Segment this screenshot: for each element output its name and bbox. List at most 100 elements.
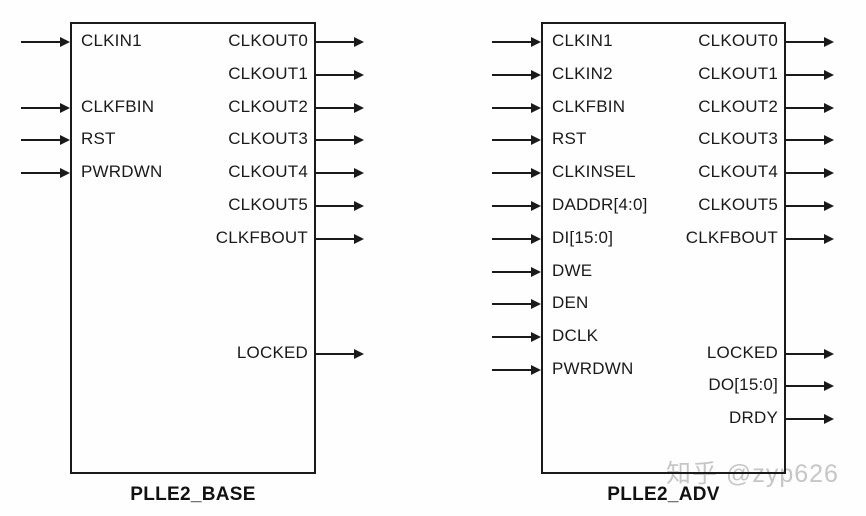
arrow-shaft: [21, 41, 61, 43]
pin-input-clkfbin: CLKFBIN: [552, 96, 626, 116]
arrow-shaft: [492, 73, 532, 76]
arrow-input-dwe: [492, 266, 541, 277]
arrow-shaft: [786, 205, 825, 207]
arrow-head-icon: [60, 102, 70, 113]
pin-output-clkout1: CLKOUT1: [228, 63, 308, 83]
arrow-output-clkout5: [786, 201, 834, 211]
arrow-head-icon: [354, 233, 364, 244]
arrow-head-icon: [824, 381, 834, 392]
arrow-output-clkout1: [316, 69, 364, 80]
arrow-shaft: [316, 106, 355, 109]
arrow-shaft: [786, 41, 825, 43]
arrow-shaft: [492, 369, 532, 371]
pin-input-clkin1: CLKIN1: [552, 31, 613, 51]
arrow-shaft: [492, 139, 532, 142]
arrow-shaft: [316, 172, 355, 175]
arrow-output-clkout1: [786, 69, 834, 80]
pin-output-clkout3: CLKOUT3: [698, 129, 778, 149]
block-title-plle2-base: PLLE2_BASE: [130, 484, 256, 505]
pin-output-do-15-0: DO[15:0]: [708, 375, 778, 395]
arrow-shaft: [492, 205, 532, 207]
arrow-output-clkout4: [786, 168, 834, 179]
arrow-shaft: [316, 73, 355, 76]
pin-output-clkout5: CLKOUT5: [228, 195, 308, 215]
pin-output-clkout0: CLKOUT0: [698, 31, 778, 51]
arrow-input-clkfbin: [21, 102, 70, 113]
arrow-shaft: [786, 106, 825, 109]
arrow-head-icon: [531, 135, 541, 146]
arrow-head-icon: [531, 168, 541, 179]
arrow-head-icon: [824, 168, 834, 179]
arrow-head-icon: [531, 365, 541, 375]
arrow-shaft: [492, 270, 532, 273]
arrow-head-icon: [354, 102, 364, 113]
arrow-input-clkfbin: [492, 102, 541, 113]
arrow-head-icon: [60, 168, 70, 179]
arrow-head-icon: [531, 332, 541, 343]
arrow-shaft: [786, 172, 825, 175]
watermark: 知乎 @zyp626: [666, 460, 839, 488]
arrow-head-icon: [354, 37, 364, 47]
pin-input-clkin1: CLKIN1: [81, 31, 142, 51]
pin-input-clkinsel: CLKINSEL: [552, 162, 636, 182]
arrow-shaft: [316, 205, 355, 207]
arrow-head-icon: [824, 414, 834, 425]
pin-input-rst: RST: [81, 129, 116, 149]
arrow-shaft: [786, 73, 825, 76]
arrow-output-clkfbout: [316, 233, 364, 244]
pin-output-locked: LOCKED: [706, 342, 778, 362]
arrow-output-drdy: [786, 414, 834, 425]
pin-input-daddr-4-0: DADDR[4:0]: [552, 195, 648, 215]
arrow-input-pwrdwn: [21, 168, 70, 179]
arrow-head-icon: [60, 37, 70, 47]
arrow-head-icon: [60, 135, 70, 146]
arrow-head-icon: [824, 102, 834, 113]
arrow-shaft: [786, 418, 825, 421]
arrow-head-icon: [824, 37, 834, 47]
arrow-output-clkfbout: [786, 233, 834, 244]
arrow-output-clkout4: [316, 168, 364, 179]
arrow-shaft: [316, 352, 355, 355]
pin-input-rst: RST: [552, 129, 587, 149]
arrow-output-clkout2: [786, 102, 834, 113]
arrow-head-icon: [824, 233, 834, 244]
arrow-shaft: [492, 41, 532, 43]
pin-output-clkout4: CLKOUT4: [228, 162, 308, 182]
arrow-input-clkin1: [21, 37, 70, 47]
arrow-input-rst: [492, 135, 541, 146]
arrow-shaft: [21, 139, 61, 142]
arrow-head-icon: [824, 201, 834, 211]
arrow-output-clkout2: [316, 102, 364, 113]
arrow-head-icon: [531, 37, 541, 47]
arrow-output-clkout3: [786, 135, 834, 146]
pin-input-di-15-0: DI[15:0]: [552, 227, 614, 247]
arrow-head-icon: [354, 135, 364, 146]
pin-output-clkout3: CLKOUT3: [228, 129, 308, 149]
arrow-output-clkout0: [786, 37, 834, 47]
arrow-input-pwrdwn: [492, 365, 541, 375]
pin-output-clkout1: CLKOUT1: [698, 63, 778, 83]
block-title-plle2-adv: PLLE2_ADV: [607, 484, 720, 505]
arrow-head-icon: [531, 266, 541, 277]
arrow-input-rst: [21, 135, 70, 146]
arrow-output-clkout0: [316, 37, 364, 47]
arrow-head-icon: [531, 69, 541, 80]
arrow-head-icon: [824, 135, 834, 146]
arrow-output-locked: [786, 348, 834, 359]
arrow-head-icon: [354, 69, 364, 80]
pin-input-clkfbin: CLKFBIN: [81, 96, 155, 116]
arrow-shaft: [492, 172, 532, 175]
pin-output-clkfbout: CLKFBOUT: [215, 227, 308, 247]
arrow-input-den: [492, 299, 541, 310]
pin-output-drdy: DRDY: [729, 408, 778, 428]
arrow-input-daddr-4-0: [492, 201, 541, 211]
pin-input-clkin2: CLKIN2: [552, 63, 613, 83]
arrow-shaft: [786, 139, 825, 142]
pin-output-clkout5: CLKOUT5: [698, 195, 778, 215]
pin-output-clkout2: CLKOUT2: [228, 96, 308, 116]
block-plle2-adv: [541, 22, 786, 474]
arrow-output-locked: [316, 348, 364, 359]
arrow-head-icon: [824, 69, 834, 80]
arrow-head-icon: [531, 102, 541, 113]
